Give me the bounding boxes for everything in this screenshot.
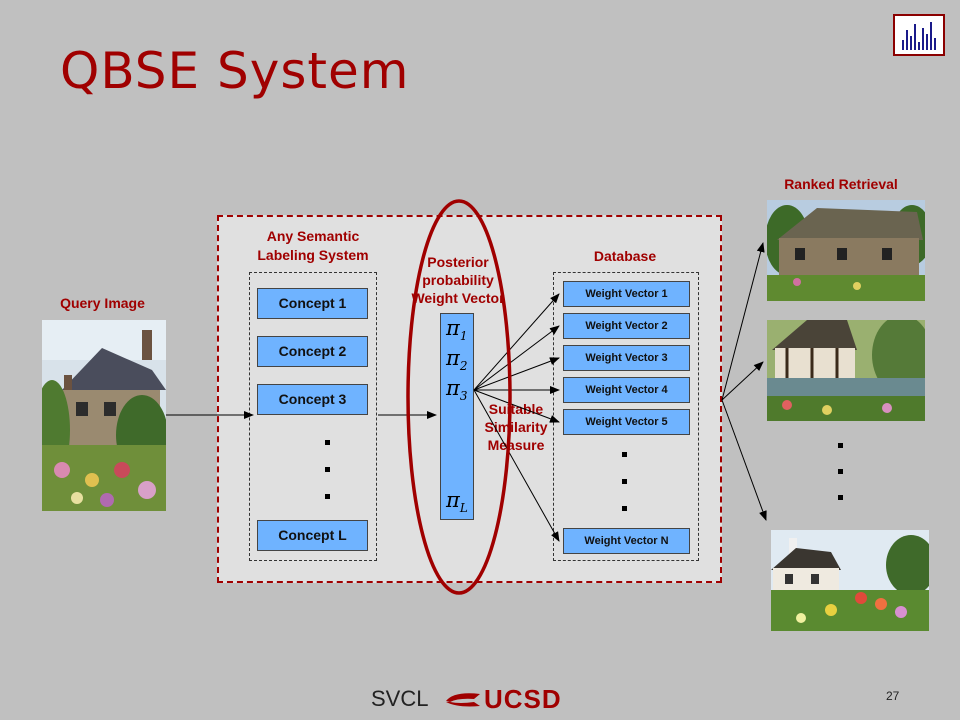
pi-1-symbol: π1 [446, 316, 468, 344]
ellipsis-dot [622, 479, 627, 484]
arrow-to-retrieved-2 [721, 361, 764, 401]
ellipsis-dot [325, 467, 330, 472]
arrow-to-retrieved-n [721, 399, 767, 521]
concept-box-3: Concept 3 [257, 384, 368, 415]
pi-l-symbol: πL [446, 488, 468, 516]
ranked-retrieval-label: Ranked Retrieval [784, 176, 898, 192]
ellipsis-dot [325, 440, 330, 445]
trident-logo-icon [444, 688, 482, 719]
weight-vector-bar [440, 313, 474, 520]
weight-vector-box-5: Weight Vector 5 [563, 409, 690, 435]
arrow-to-weight-vector-3 [473, 357, 560, 391]
arrow-to-weight-vector-n [473, 389, 560, 542]
footer-ucsd-text: UCSD [484, 684, 562, 714]
ellipsis-dot [622, 506, 627, 511]
concept-box-l: Concept L [257, 520, 368, 551]
page-number: 27 [886, 689, 900, 703]
concept-box-1: Concept 1 [257, 288, 368, 319]
semantic-labeling-label: Any Semantic Labeling System [257, 228, 369, 263]
weight-vector-box-3: Weight Vector 3 [563, 345, 690, 371]
weight-vector-box-2: Weight Vector 2 [563, 313, 690, 339]
retrieved-image-1 [767, 200, 925, 301]
concept-box-2: Concept 2 [257, 336, 368, 367]
footer-svcl-text: SVCL [371, 686, 429, 711]
query-image [42, 320, 166, 511]
weight-vector-box-4: Weight Vector 4 [563, 377, 690, 403]
pi-2-symbol: π2 [446, 346, 468, 374]
pi-3-symbol: π3 [446, 376, 468, 404]
weight-vector-box-n: Weight Vector N [563, 528, 690, 554]
arrow-to-weight-vector-2 [473, 325, 560, 391]
slide-title: QBSE System [60, 42, 410, 100]
retrieved-image-2 [767, 320, 925, 421]
chart-logo-icon [893, 14, 945, 56]
database-label: Database [593, 248, 657, 264]
query-image-label: Query Image [60, 295, 145, 311]
posterior-label: Posterior probability Weight Vector [411, 254, 505, 306]
highlight-ellipse [406, 199, 512, 595]
arrow-to-weight-vector-5 [473, 389, 560, 423]
ellipsis-dot [325, 494, 330, 499]
arrow-to-retrieved-1 [721, 242, 765, 401]
weight-vector-box-1: Weight Vector 1 [563, 281, 690, 307]
arrow-to-weight-vector-1 [473, 293, 560, 391]
ellipsis-dot [838, 495, 843, 500]
retrieved-image-n [771, 530, 929, 631]
ellipsis-dot [622, 452, 627, 457]
ellipsis-dot [838, 469, 843, 474]
similarity-label: Suitable Similarity Measure [484, 401, 548, 453]
ellipsis-dot [838, 443, 843, 448]
